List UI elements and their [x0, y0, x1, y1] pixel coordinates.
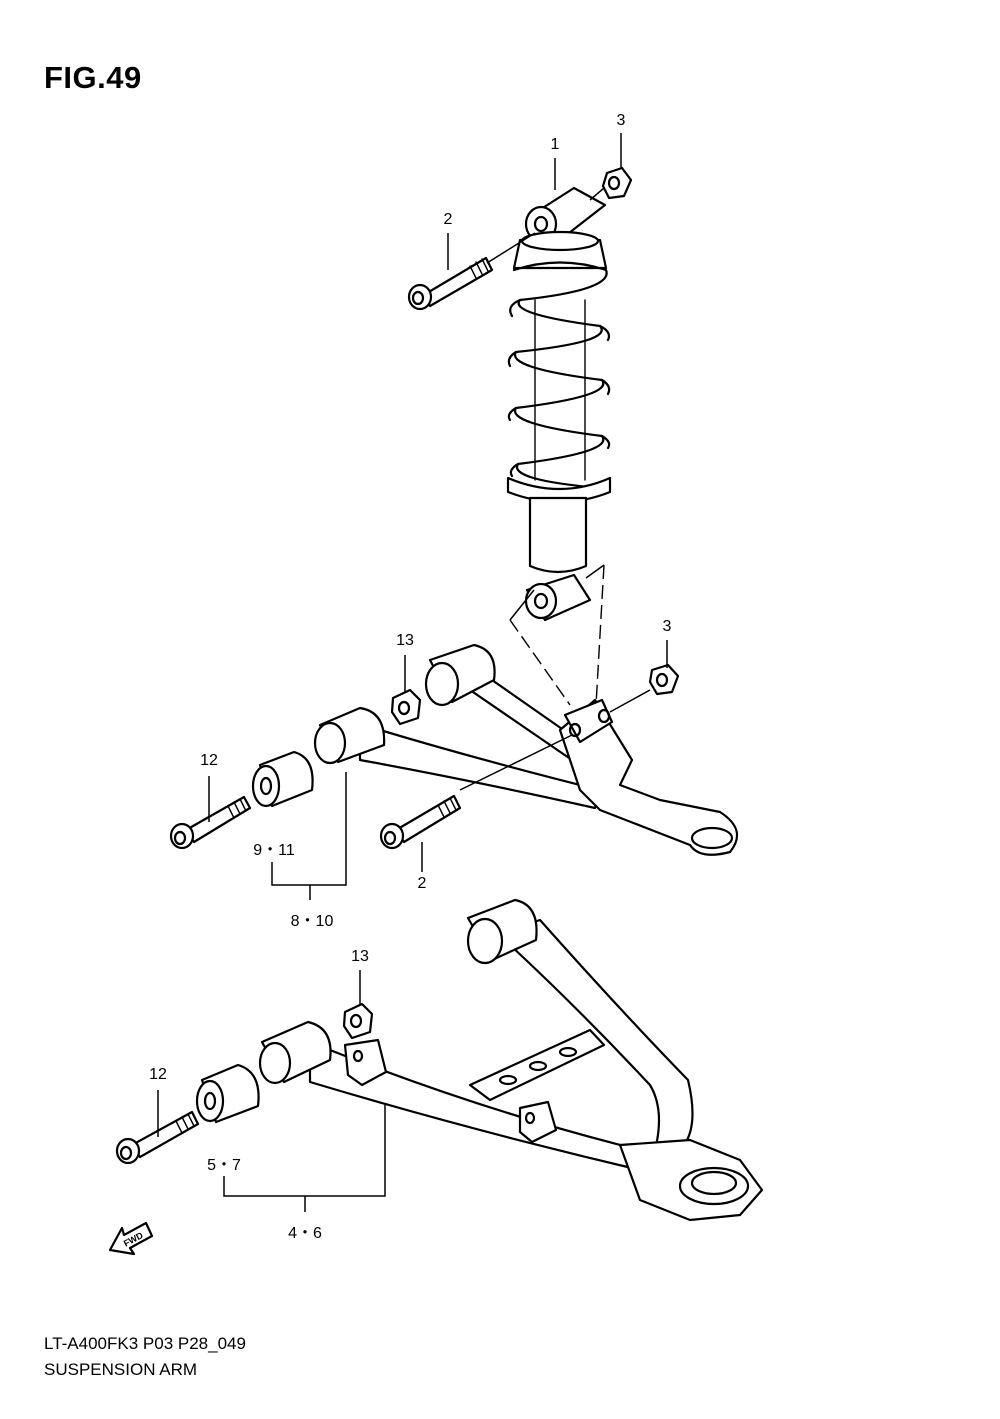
section-title: SUSPENSION ARM	[44, 1360, 198, 1379]
callout-8-10: 8・10	[290, 913, 334, 930]
callout-3-top: 3	[616, 112, 626, 129]
callout-9-11: 9・11	[253, 842, 295, 859]
callout-5-7: 5・7	[207, 1157, 241, 1174]
bolt-12-upper[interactable]	[169, 795, 252, 850]
callout-12-upper: 12	[200, 752, 218, 769]
callout-13-lower: 13	[351, 948, 369, 965]
bolt-12-lower[interactable]	[115, 1110, 200, 1165]
upper-suspension-arm[interactable]	[313, 643, 739, 856]
washer-13-lower[interactable]	[342, 1002, 374, 1040]
callout-4-6: 4・6	[288, 1225, 322, 1242]
forward-arrow-icon: FWD	[108, 1221, 154, 1256]
lower-suspension-arm[interactable]	[258, 898, 764, 1222]
washer-13-upper[interactable]	[390, 688, 422, 726]
callout-2-top: 2	[443, 211, 453, 228]
callout-2-lower: 2	[417, 875, 427, 892]
bolt-2-lower[interactable]	[379, 794, 462, 850]
bushing-9-11[interactable]	[251, 750, 314, 808]
figure-title: FIG.49	[44, 60, 142, 95]
bushing-5-7[interactable]	[195, 1063, 260, 1124]
nut-3-right[interactable]	[648, 663, 680, 696]
callout-13-upper: 13	[396, 632, 414, 649]
nut-3-top[interactable]	[601, 166, 633, 200]
callout-12-lower: 12	[149, 1066, 167, 1083]
leader-lines	[157, 133, 668, 1212]
shock-absorber[interactable]	[506, 186, 612, 622]
model-code: LT-A400FK3 P03 P28_049	[44, 1334, 246, 1353]
callout-1: 1	[550, 136, 560, 153]
bolt-2-top[interactable]	[407, 256, 494, 311]
callout-3-right: 3	[662, 618, 672, 635]
